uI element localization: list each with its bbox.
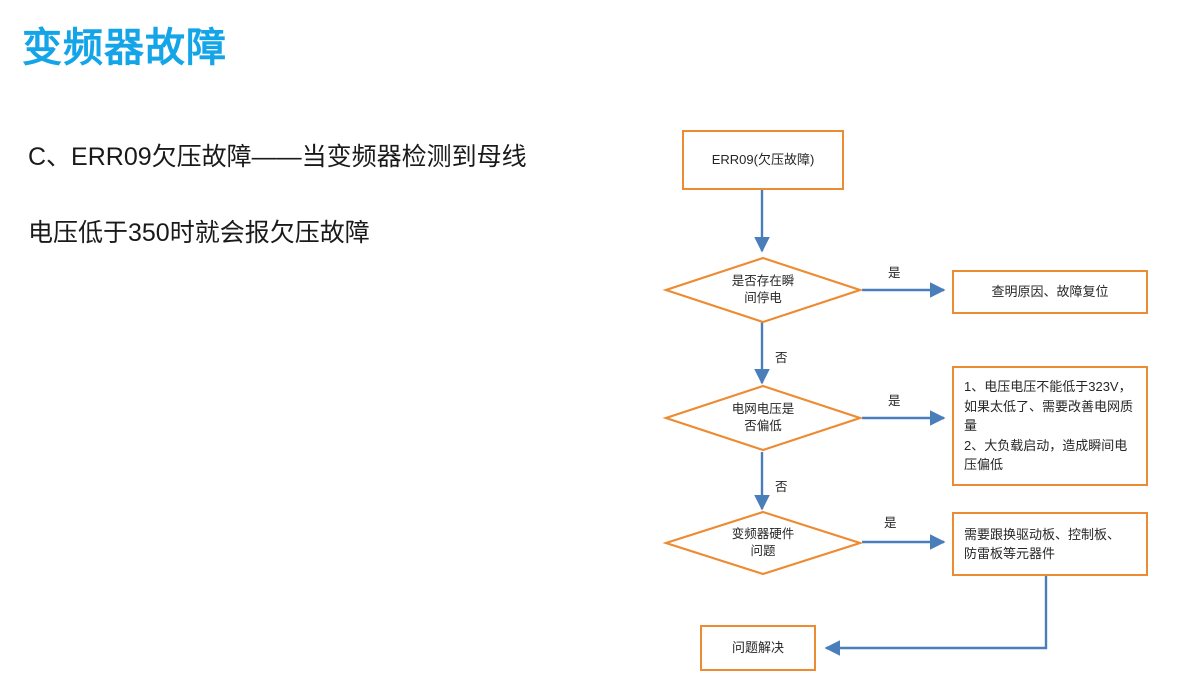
flow-node-start[interactable]: ERR09(欠压故障): [682, 130, 844, 190]
flow-node-decision-grid-voltage-label: 电网电压是 否偏低: [731, 402, 795, 433]
flow-node-find-cause[interactable]: 查明原因、故障复位: [952, 270, 1148, 314]
diamond-shape-grid-voltage: [662, 384, 864, 452]
flow-node-end[interactable]: 问题解决: [700, 625, 816, 671]
flow-node-find-cause-label: 查明原因、故障复位: [991, 283, 1109, 299]
body-text-line-1: C、ERR09欠压故障——当变频器检测到母线: [28, 143, 527, 171]
flow-node-decision-grid-voltage[interactable]: 电网电压是 否偏低: [662, 384, 864, 452]
edge-label-power-cut-no: 否: [775, 351, 788, 365]
diamond-shape-power-cut: [662, 256, 864, 324]
edge-label-grid-voltage-yes: 是: [888, 394, 901, 408]
flow-node-decision-power-cut-label: 是否存在瞬 间停电: [731, 274, 795, 305]
flow-node-start-label: ERR09(欠压故障): [711, 151, 815, 167]
flow-node-replace-boards[interactable]: 需要跟换驱动板、控制板、 防雷板等元器件: [952, 512, 1148, 576]
diamond-shape-hardware: [662, 510, 864, 576]
flow-node-replace-boards-label: 需要跟换驱动板、控制板、 防雷板等元器件: [964, 526, 1121, 562]
flow-node-decision-power-cut[interactable]: 是否存在瞬 间停电: [662, 256, 864, 324]
flow-node-end-label: 问题解决: [731, 639, 784, 655]
flow-node-voltage-notes-label: 1、电压电压不能低于323V， 如果太低了、需要改善电网质 量 2、大负载启动，…: [964, 379, 1134, 473]
edge-label-grid-voltage-no: 否: [775, 480, 788, 494]
flow-node-decision-hardware[interactable]: 变频器硬件 问题: [662, 510, 864, 576]
flow-node-voltage-notes[interactable]: 1、电压电压不能低于323V， 如果太低了、需要改善电网质 量 2、大负载启动，…: [952, 366, 1148, 486]
body-text-line-2: 电压低于350时就会报欠压故障: [28, 219, 370, 247]
edge-label-power-cut-yes: 是: [888, 266, 901, 280]
flow-node-decision-hardware-label: 变频器硬件 问题: [731, 527, 795, 558]
edge-label-hardware-yes: 是: [884, 516, 897, 530]
page-title: 变频器故障: [22, 26, 227, 70]
